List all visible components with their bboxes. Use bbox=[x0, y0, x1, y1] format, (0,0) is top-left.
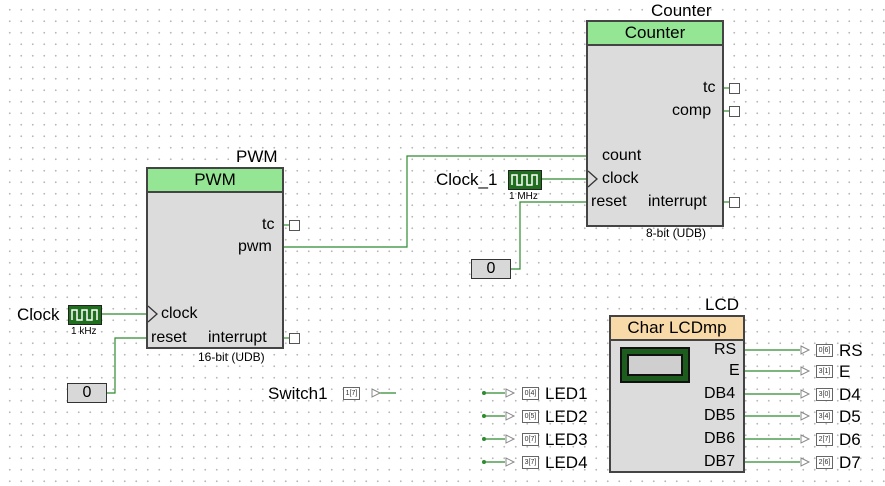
pwm-pin-reset: reset bbox=[151, 329, 187, 346]
counter-interrupt-terminal[interactable] bbox=[729, 197, 740, 208]
counter-header: Counter bbox=[588, 22, 722, 46]
wire-const-pwm-reset bbox=[107, 337, 147, 394]
clock-counter-freq: 1 MHz bbox=[509, 191, 538, 202]
lcd-pin-db7: DB7 bbox=[704, 453, 736, 470]
pwm-header: PWM bbox=[148, 169, 282, 193]
clock-counter-icon[interactable] bbox=[508, 170, 542, 190]
lcd-pin-db5: DB5 bbox=[704, 407, 736, 424]
led2-pin[interactable]: 0[5] bbox=[522, 410, 539, 423]
counter-pin-interrupt: interrupt bbox=[648, 193, 707, 210]
clock-pwm-label: Clock bbox=[17, 305, 60, 324]
lcd-pin-rs: RS bbox=[714, 341, 737, 358]
pwm-pin-pwm: pwm bbox=[238, 238, 272, 255]
counter-instance-name: Counter bbox=[651, 1, 712, 20]
counter-footer: 8-bit (UDB) bbox=[646, 226, 707, 240]
led2-label: LED2 bbox=[545, 407, 588, 426]
switch-pin[interactable]: 1[7] bbox=[343, 387, 360, 400]
counter-pin-tc: tc bbox=[703, 79, 716, 96]
lcd-db7-out: D7 bbox=[839, 453, 861, 472]
pwm-block[interactable]: PWM bbox=[146, 167, 284, 349]
counter-pin-clock: clock bbox=[602, 170, 639, 187]
counter-block[interactable]: Counter bbox=[586, 20, 724, 227]
switch-arrow bbox=[371, 388, 382, 398]
led1-label: LED1 bbox=[545, 384, 588, 403]
pwm-instance-name: PWM bbox=[236, 147, 278, 166]
led3-pin[interactable]: 0[7] bbox=[522, 433, 539, 446]
lcd-pin-db6: DB6 bbox=[704, 430, 736, 447]
led1-pin[interactable]: 0[4] bbox=[522, 387, 539, 400]
counter-comp-terminal[interactable] bbox=[729, 106, 740, 117]
lcd-block[interactable]: Char LCDmp bbox=[609, 315, 745, 473]
counter-pin-reset: reset bbox=[591, 193, 627, 210]
pwm-pin-tc: tc bbox=[262, 216, 275, 233]
pwm-clock-edge-icon bbox=[148, 305, 158, 323]
counter-clock-edge-icon bbox=[588, 170, 598, 188]
counter-pin-count: count bbox=[602, 147, 642, 164]
clock-pwm-icon[interactable] bbox=[68, 305, 102, 325]
pwm-tc-terminal[interactable] bbox=[289, 220, 300, 231]
lcd-display-icon bbox=[620, 347, 690, 383]
counter-tc-terminal[interactable] bbox=[729, 83, 740, 94]
lcd-db6-port[interactable]: 2[7] bbox=[816, 433, 833, 446]
lcd-rs-out: RS bbox=[839, 341, 863, 360]
clock-pwm-freq: 1 kHz bbox=[71, 326, 97, 337]
const-pwm-reset[interactable]: 0 bbox=[67, 383, 107, 403]
lcd-db4-out: D4 bbox=[839, 385, 861, 404]
lcd-db7-port[interactable]: 2[6] bbox=[816, 456, 833, 469]
lcd-e-port[interactable]: 3[1] bbox=[816, 365, 833, 378]
wire-const-counter-reset bbox=[509, 201, 587, 270]
led4-label: LED4 bbox=[545, 453, 588, 472]
led4-pin[interactable]: 3[7] bbox=[522, 456, 539, 469]
led3-label: LED3 bbox=[545, 430, 588, 449]
wire-pwm-to-count bbox=[283, 155, 587, 248]
lcd-pin-db4: DB4 bbox=[704, 385, 736, 402]
lcd-db4-port[interactable]: 3[0] bbox=[816, 388, 833, 401]
clock-counter-label: Clock_1 bbox=[436, 170, 498, 189]
lcd-pin-e: E bbox=[729, 362, 740, 379]
lcd-e-out: E bbox=[839, 362, 851, 381]
const-counter-reset[interactable]: 0 bbox=[471, 259, 511, 279]
counter-pin-comp: comp bbox=[672, 102, 712, 119]
lcd-header: Char LCDmp bbox=[611, 317, 743, 341]
pwm-pin-clock: clock bbox=[161, 305, 198, 322]
pwm-pin-interrupt: interrupt bbox=[208, 329, 267, 346]
pwm-footer: 16-bit (UDB) bbox=[198, 350, 265, 364]
lcd-instance-name: LCD bbox=[705, 295, 740, 314]
lcd-db6-out: D6 bbox=[839, 430, 861, 449]
lcd-db5-out: D5 bbox=[839, 407, 861, 426]
lcd-db5-port[interactable]: 3[4] bbox=[816, 410, 833, 423]
switch-label: Switch1 bbox=[268, 384, 328, 403]
pwm-interrupt-terminal[interactable] bbox=[289, 333, 300, 344]
lcd-rs-port[interactable]: 0[6] bbox=[816, 344, 833, 357]
